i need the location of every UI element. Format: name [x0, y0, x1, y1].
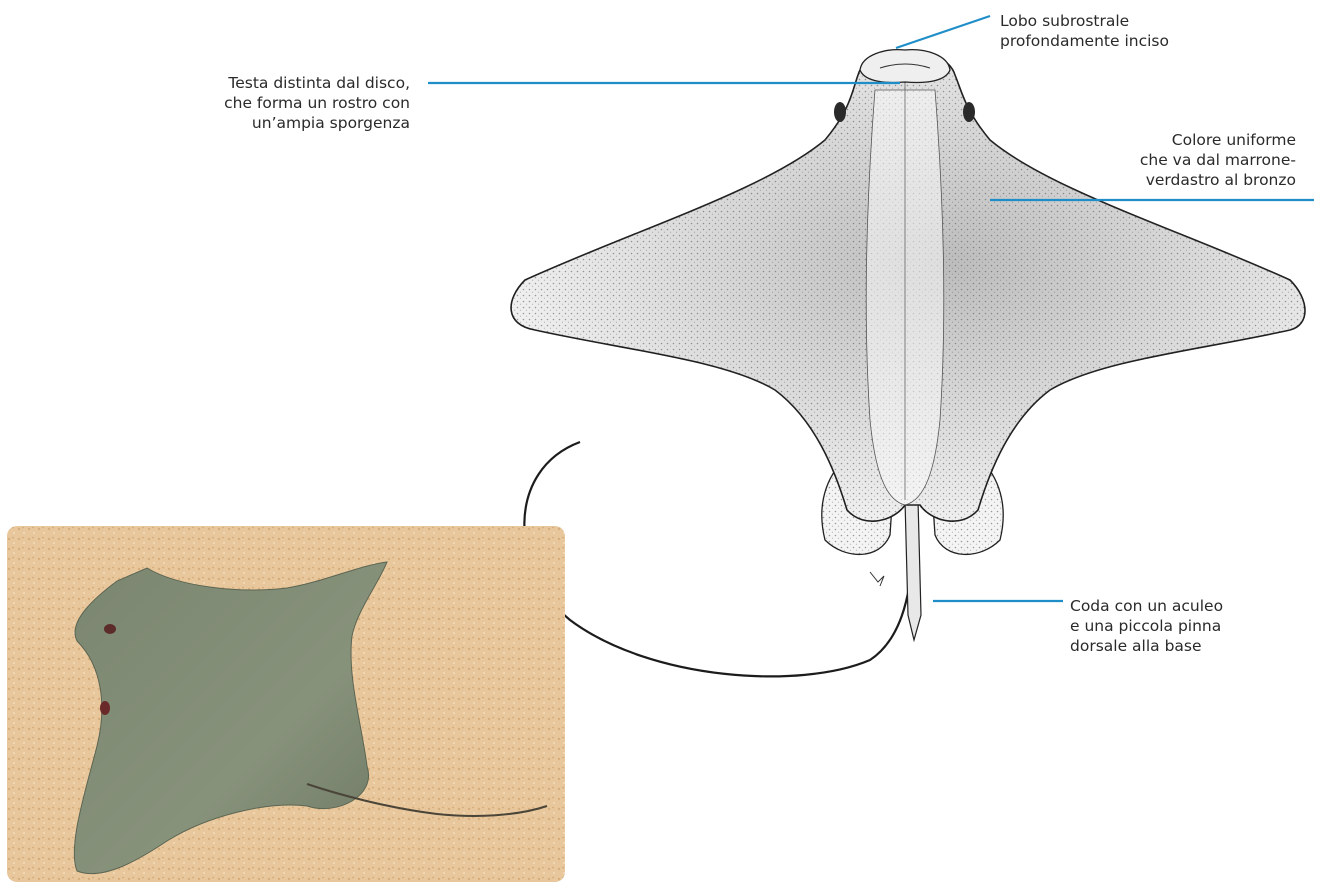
- eye-right: [963, 102, 975, 122]
- ray-head: [860, 50, 950, 83]
- leader-line-lobe: [896, 16, 990, 48]
- ray-photo: [7, 526, 565, 882]
- tail-base: [905, 500, 921, 640]
- eye-left: [834, 102, 846, 122]
- ray-photo-image: [7, 526, 565, 882]
